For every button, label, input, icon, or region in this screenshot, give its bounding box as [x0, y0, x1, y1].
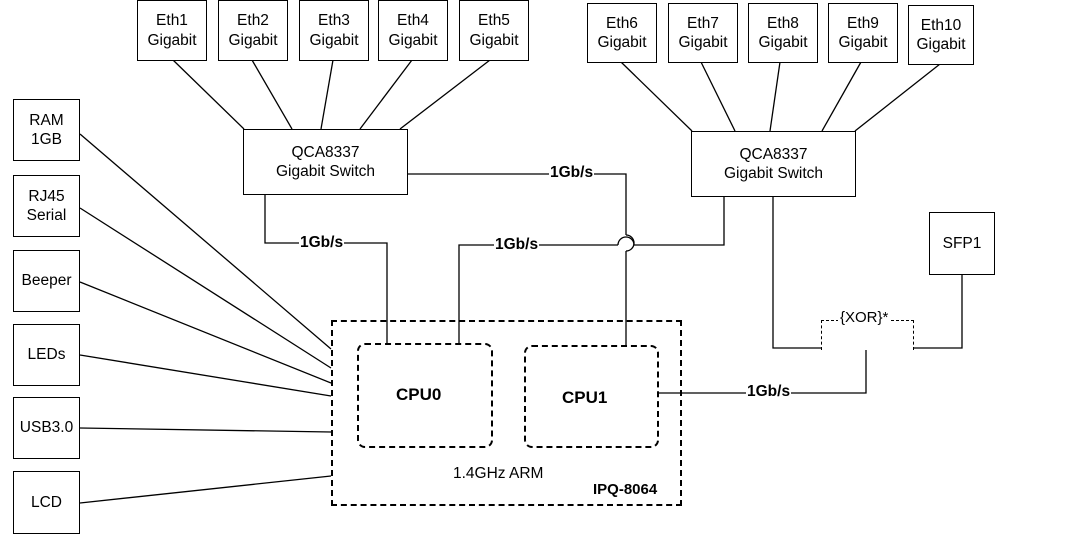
eth-port-name: Eth6: [606, 14, 638, 32]
eth-port-6: Eth6 Gigabit: [587, 3, 657, 63]
peripheral-usb3: USB3.0: [13, 397, 80, 459]
switch-2: QCA8337 Gigabit Switch: [691, 131, 856, 197]
eth-port-speed: Gigabit: [309, 31, 359, 49]
eth-port-8: Eth8 Gigabit: [748, 3, 818, 63]
eth-port-speed: Gigabit: [469, 31, 519, 49]
cpu1-label: CPU1: [562, 388, 608, 407]
eth-port-name: Eth2: [237, 12, 269, 30]
eth-port-4: Eth4 Gigabit: [378, 0, 448, 61]
eth-port-5: Eth5 Gigabit: [459, 0, 529, 61]
switch-1: QCA8337 Gigabit Switch: [243, 129, 408, 195]
peripheral-ram: RAM 1GB: [13, 99, 80, 161]
soc-clock-label: 1.4GHz ARM: [453, 465, 544, 482]
eth-port-2: Eth2 Gigabit: [218, 0, 288, 61]
link-speed-cpu1-xor: 1Gb/s: [746, 383, 792, 401]
eth-port-name: Eth5: [478, 12, 510, 30]
eth-port-name: Eth9: [847, 14, 879, 32]
peripheral-label: LCD: [30, 493, 62, 511]
eth-port-name: Eth10: [920, 16, 962, 34]
peripheral-beeper: Beeper: [13, 250, 80, 312]
peripheral-sublabel: Serial: [26, 207, 67, 224]
eth-port-speed: Gigabit: [228, 31, 278, 49]
peripheral-label: LEDs: [27, 346, 66, 364]
eth-port-speed: Gigabit: [388, 31, 438, 49]
eth-port-9: Eth9 Gigabit: [828, 3, 898, 63]
peripheral-sublabel: 1GB: [30, 131, 62, 148]
peripheral-label: Beeper: [21, 272, 72, 290]
eth-port-7: Eth7 Gigabit: [668, 3, 738, 63]
peripheral-rj45-serial: RJ45 Serial: [13, 175, 80, 237]
switch-type: Gigabit Switch: [723, 165, 824, 182]
eth-port-name: Eth1: [156, 12, 188, 30]
eth-port-speed: Gigabit: [597, 34, 647, 51]
eth-port-name: Eth3: [318, 12, 350, 30]
peripheral-lcd: LCD: [13, 471, 80, 534]
soc-ipq8064: [331, 320, 682, 506]
eth-port-speed: Gigabit: [916, 36, 966, 53]
cpu1-core: [524, 345, 659, 448]
cpu0-label: CPU0: [396, 385, 442, 404]
peripheral-label: USB3.0: [19, 419, 74, 437]
eth-port-speed: Gigabit: [678, 34, 728, 51]
link-speed-switch2-cpu0: 1Gb/s: [494, 236, 540, 254]
eth-port-name: Eth8: [767, 14, 799, 32]
eth-port-3: Eth3 Gigabit: [299, 0, 369, 61]
eth-port-name: Eth7: [687, 14, 719, 32]
switch-type: Gigabit Switch: [275, 163, 376, 180]
link-speed-switch1-cpu0: 1Gb/s: [299, 234, 345, 252]
sfp-label: SFP1: [942, 234, 982, 252]
switch-model: QCA8337: [291, 143, 360, 161]
peripheral-label: RJ45: [28, 187, 65, 205]
cpu0-core: [357, 343, 493, 448]
peripheral-label: RAM: [29, 111, 64, 129]
switch-model: QCA8337: [739, 145, 808, 163]
link-speed-switch-to-switch: 1Gb/s: [549, 164, 595, 182]
xor-label: {XOR}*: [838, 309, 891, 326]
eth-port-speed: Gigabit: [147, 31, 197, 49]
sfp-port: SFP1: [929, 212, 995, 275]
eth-port-speed: Gigabit: [758, 34, 808, 51]
eth-port-1: Eth1 Gigabit: [137, 0, 207, 61]
eth-port-10: Eth10 Gigabit: [908, 5, 974, 65]
soc-chip-label: IPQ-8064: [593, 481, 658, 498]
eth-port-speed: Gigabit: [838, 34, 888, 51]
peripheral-leds: LEDs: [13, 324, 80, 386]
eth-port-name: Eth4: [397, 12, 429, 30]
